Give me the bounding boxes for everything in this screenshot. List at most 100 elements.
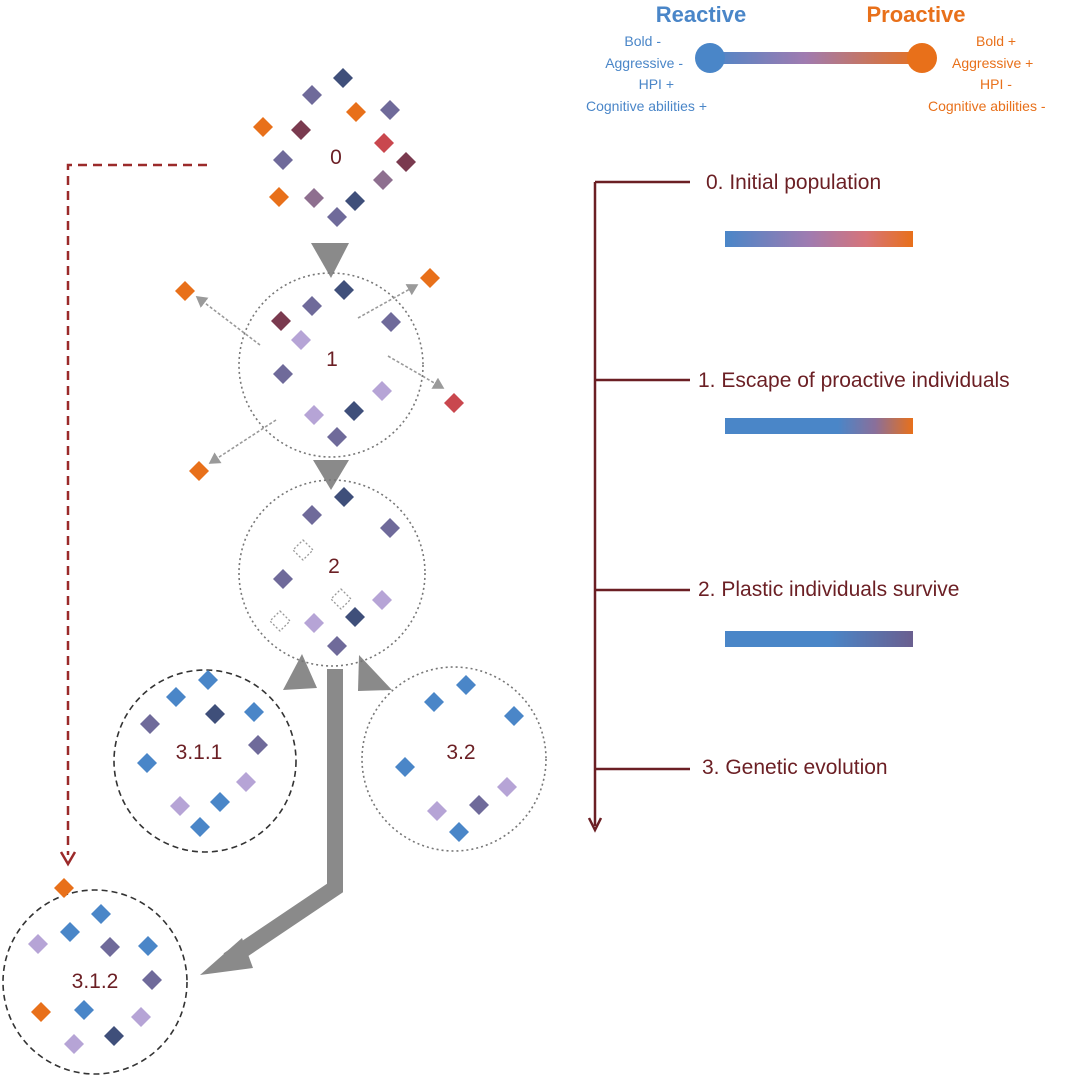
individual-diamond (424, 692, 444, 712)
arrow-2-to-312-shaft (223, 669, 343, 967)
individual-diamond (469, 795, 489, 815)
population-circle-2 (238, 479, 426, 667)
individual-diamond (291, 120, 311, 140)
dashed-arrowhead (59, 851, 77, 867)
individual-diamond (346, 102, 366, 122)
dashed-lineage-arrow (66, 163, 207, 855)
stage-label-1: 1 (326, 348, 338, 371)
individual-diamond (327, 207, 347, 227)
individual-diamond (137, 753, 157, 773)
individual-diamond (345, 191, 365, 211)
population-bar-1 (725, 418, 913, 434)
legend-proactive-trait: Bold + (976, 33, 1016, 49)
individuals (28, 68, 524, 1054)
removed-individual-diamond (292, 539, 314, 561)
timeline (587, 180, 690, 833)
individual-diamond (427, 801, 447, 821)
individual-diamond (205, 704, 225, 724)
individual-diamond (74, 1000, 94, 1020)
individual-diamond (60, 922, 80, 942)
stage-label-312: 3.1.2 (72, 970, 119, 993)
legend-reactive-dot (695, 43, 725, 73)
individual-diamond (236, 772, 256, 792)
individual-diamond (449, 822, 469, 842)
individual-diamond (302, 505, 322, 525)
individual-diamond (396, 152, 416, 172)
individual-diamond (248, 735, 268, 755)
individual-diamond (175, 281, 195, 301)
legend-proactive-title: Proactive (866, 2, 965, 27)
individual-diamond (381, 312, 401, 332)
escape-arrows (195, 284, 445, 464)
legend-proactive-dot (907, 43, 937, 73)
population-bar-2 (725, 631, 913, 647)
stage-label-311: 3.1.1 (176, 741, 223, 764)
individual-diamond (374, 133, 394, 153)
timeline-label-plastic: 2. Plastic individuals survive (698, 578, 959, 601)
individual-diamond (372, 381, 392, 401)
individual-diamond (170, 796, 190, 816)
removed-individual-diamond (330, 588, 352, 610)
individual-diamond (345, 607, 365, 627)
legend-reactive-title: Reactive (656, 2, 747, 27)
individual-diamond (273, 150, 293, 170)
population-bar-0 (725, 231, 913, 247)
individual-diamond (420, 268, 440, 288)
individual-diamond (380, 518, 400, 538)
population-circle-311 (113, 669, 297, 853)
individual-diamond (166, 687, 186, 707)
timeline-arrowhead (587, 817, 603, 833)
population-circle-312 (2, 889, 188, 1075)
individual-diamond (142, 970, 162, 990)
arrow-2-to-312-head (200, 938, 253, 975)
legend-reactive-trait: Cognitive abilities + (586, 98, 707, 114)
individual-diamond (304, 613, 324, 633)
individual-diamond (327, 427, 347, 447)
legend-proactive-trait: Cognitive abilities - (928, 98, 1046, 114)
individual-diamond (302, 85, 322, 105)
individual-diamond (190, 817, 210, 837)
individual-diamond (380, 100, 400, 120)
stage-label-32: 3.2 (446, 741, 475, 764)
legend-gradient-bar (708, 52, 924, 64)
arrow-2-to-32 (358, 655, 392, 691)
individual-diamond (100, 937, 120, 957)
legend-reactive-trait: HPI + (639, 76, 674, 92)
individual-diamond (91, 904, 111, 924)
individual-diamond (31, 1002, 51, 1022)
individual-diamond (28, 934, 48, 954)
stage-label-2: 2 (328, 555, 340, 578)
individual-diamond (334, 487, 354, 507)
legend: Reactive Proactive Bold - Aggressive - H… (586, 2, 1046, 114)
individual-diamond (198, 670, 218, 690)
individual-diamond (273, 569, 293, 589)
individual-diamond (497, 777, 517, 797)
arrow-2-to-311 (283, 654, 317, 690)
arrow-1-to-2 (313, 460, 349, 490)
flow-arrows (200, 243, 392, 975)
individual-diamond (344, 401, 364, 421)
population-circle-32 (361, 666, 547, 852)
individual-diamond (302, 296, 322, 316)
individual-diamond (64, 1034, 84, 1054)
individual-diamond (273, 364, 293, 384)
individual-diamond (210, 792, 230, 812)
individual-diamond (269, 187, 289, 207)
individual-diamond (372, 590, 392, 610)
timeline-label-initial-population: 0. Initial population (706, 171, 881, 194)
individual-diamond (395, 757, 415, 777)
legend-reactive-trait: Aggressive - (605, 55, 683, 71)
individual-diamond (189, 461, 209, 481)
timeline-label-escape: 1. Escape of proactive individuals (698, 369, 1010, 392)
individual-diamond (333, 68, 353, 88)
individual-diamond (504, 706, 524, 726)
individual-diamond (444, 393, 464, 413)
arrow-0-to-1 (311, 243, 349, 278)
individual-diamond (253, 117, 273, 137)
removed-individual-diamond (269, 610, 291, 632)
individual-diamond (104, 1026, 124, 1046)
individual-diamond (244, 702, 264, 722)
individual-diamond (131, 1007, 151, 1027)
legend-proactive-trait: HPI - (980, 76, 1012, 92)
